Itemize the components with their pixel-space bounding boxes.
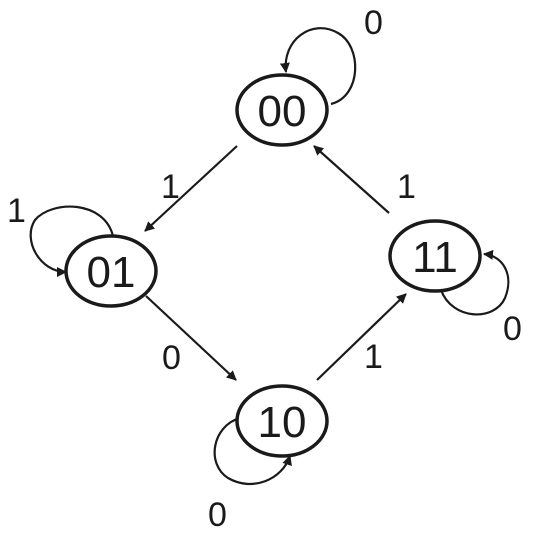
transition-01-to-10 (145, 295, 237, 381)
state-00-label: 00 (258, 87, 307, 136)
transition-00-self-label: 0 (364, 4, 383, 42)
transition-10-to-11-label: 1 (364, 338, 383, 376)
transition-11-self-loop (439, 249, 510, 316)
state-01-label: 01 (87, 248, 136, 297)
state-01: 01 (64, 234, 158, 308)
transition-01-self-label: 1 (7, 192, 26, 230)
transition-10-self-label: 0 (208, 496, 227, 534)
state-11-label: 11 (412, 233, 458, 282)
transition-10-to-11 (316, 293, 407, 381)
state-10-label: 10 (258, 398, 307, 447)
transition-11-self-label: 0 (503, 310, 522, 348)
state-10: 10 (235, 384, 329, 458)
transitions: 0 1 1 0 0 1 0 1 (7, 4, 522, 534)
transition-00-to-01 (144, 145, 238, 232)
state-11: 11 (388, 219, 482, 293)
states: 00 01 10 11 (64, 73, 482, 458)
transition-11-to-00-label: 1 (397, 168, 416, 206)
state-00: 00 (235, 73, 329, 147)
transition-11-to-00 (313, 145, 390, 214)
transition-01-self-loop (29, 205, 115, 277)
transition-00-to-01-label: 1 (161, 168, 180, 206)
transition-10-self-loop (213, 416, 292, 486)
transition-00-self-loop (279, 27, 357, 106)
transition-01-to-10-label: 0 (162, 339, 181, 377)
